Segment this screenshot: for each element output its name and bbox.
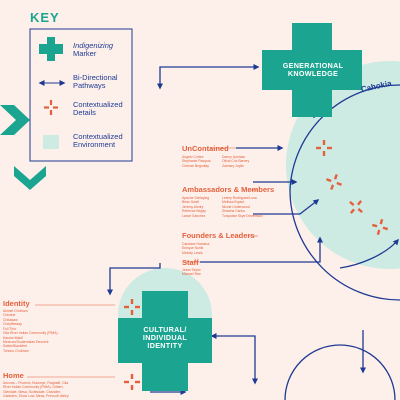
section-heading-staff: Staff <box>182 258 199 267</box>
generational-title-line1: GENERATIONAL <box>282 61 344 70</box>
list-item: Arizona – Phoenix, Buckeye, Flagstaff, G… <box>3 381 69 385</box>
key-label-pathways: Bi-Directional Pathways <box>73 73 118 91</box>
teal-cross-marker-icon <box>39 37 63 61</box>
list-item: Angelo Cortez <box>182 155 204 159</box>
detail-burst-staff <box>371 218 389 236</box>
generational-knowledge-title: GENERATIONAL KNOWLEDGE <box>265 62 361 78</box>
detail-burst-uncontained <box>316 140 332 156</box>
detail-burst-home <box>124 374 140 390</box>
section-heading-uncontained: UnContained <box>182 144 229 153</box>
list-item: Chicane <box>3 313 16 318</box>
key-label-pathways-line2: Pathways <box>73 81 106 91</box>
list-item: Cheyfleeaay <box>3 322 22 327</box>
list-item: Rebecca Begay <box>182 209 206 214</box>
list-item: Lance Sanchez <box>182 213 206 218</box>
detail-burst-identity <box>124 299 140 315</box>
list-item: Melissa Bryant <box>222 200 245 205</box>
key-label-environment-line1: Contextualized <box>73 132 123 141</box>
list-item: Lesley Rodriguez/Luna <box>222 196 257 200</box>
key-label-environment: Contextualized Environment <box>73 132 123 150</box>
key-title: KEY <box>30 10 60 25</box>
list-item: Jesse Taylor <box>182 268 201 272</box>
chevron-decoration <box>0 105 46 190</box>
section-underlines <box>27 147 258 378</box>
section-heading-founders: Founders & Leaders <box>182 231 255 240</box>
cultural-identity-title: CULTURAL/ INDIVIDUAL IDENTITY <box>118 326 212 350</box>
cultural-title-line3: IDENTITY <box>147 340 183 350</box>
key-label-environment-line2: Environment <box>73 140 116 150</box>
list-item: Olivia Cox Barney <box>222 159 250 164</box>
list-item: Karuke Maidi <box>3 335 23 340</box>
list-item: Melody Lewis <box>182 250 203 255</box>
generational-knowledge-marker <box>262 23 362 117</box>
list-item: Shawna Carlos <box>222 209 245 214</box>
list-item: Enrique Noriik <box>182 246 204 251</box>
list-item: Jeremy Alvdry <box>182 204 204 209</box>
key-label-details-line2: Details <box>73 108 96 118</box>
list-item: Akimel O'odham <box>3 309 28 313</box>
cultural-title-line1: CULTURAL/ <box>143 325 187 334</box>
list-item: Danny Upshaw <box>222 155 245 159</box>
list-item: Turquoise Skye Devereaux <box>222 213 263 218</box>
section-heading-ambassadors: Ambassadors & Members <box>182 185 275 194</box>
list-item: Candace Hamana <box>182 242 210 246</box>
key-box <box>29 28 133 162</box>
detail-burst-founders <box>349 200 363 214</box>
key-label-marker: Indigenizing Marker <box>73 41 114 59</box>
teal-square-icon <box>43 135 59 149</box>
key-label-details: Contextualized Details <box>73 100 123 118</box>
key-label-pathways-line1: Bi-Directional <box>73 73 118 82</box>
list-item: Glendale, Mesa, Scottsdale, Chandler, <box>3 389 61 394</box>
generational-title-line2: KNOWLEDGE <box>287 68 339 78</box>
list-item: Stephanie Pasqual <box>182 159 211 164</box>
environment-arc <box>289 84 400 301</box>
list-item: Tohono O'odham <box>3 348 29 353</box>
list-item: Michael Ree <box>182 272 201 277</box>
section-heading-home: Home <box>3 371 24 380</box>
key-label-marker-line1: Indigenizing <box>73 41 114 50</box>
list-item: Full Thor <box>3 326 17 331</box>
list-item: Chenae Begodlay <box>182 163 209 168</box>
list-item: Gila River Indian Community (PIMA) <box>3 331 58 336</box>
list-item: River Indian Community (PIMA), Gilbert, <box>3 385 64 390</box>
section-heading-identity: Identity <box>3 299 30 308</box>
cultural-identity-marker <box>118 291 212 391</box>
list-item: Nicole Underwood <box>222 204 250 209</box>
cultural-title-line2: INDIVIDUAL <box>142 332 188 342</box>
list-item: Chikasaw <box>3 317 18 322</box>
detail-burst-ambassadors <box>326 174 342 190</box>
list-item: Zachary Joplin <box>222 163 245 168</box>
list-item: Salish/Blackfeet <box>3 344 28 349</box>
pathways <box>107 64 399 400</box>
home-col1: Arizona – Phoenix, Buckeye, Flagstaff, G… <box>3 381 69 399</box>
list-item: Mexican/Guatemalan Descent <box>3 339 49 344</box>
list-item: Gadsden, Show Low, Mesa, Prescott Valley <box>3 394 69 399</box>
list-item: Brian Swell <box>182 200 199 205</box>
orange-burst-icon <box>44 100 58 115</box>
key-label-marker-line2: Marker <box>73 49 97 59</box>
list-item: Apache Schlaying <box>182 196 210 200</box>
key-label-details-line1: Contextualized <box>73 100 123 109</box>
